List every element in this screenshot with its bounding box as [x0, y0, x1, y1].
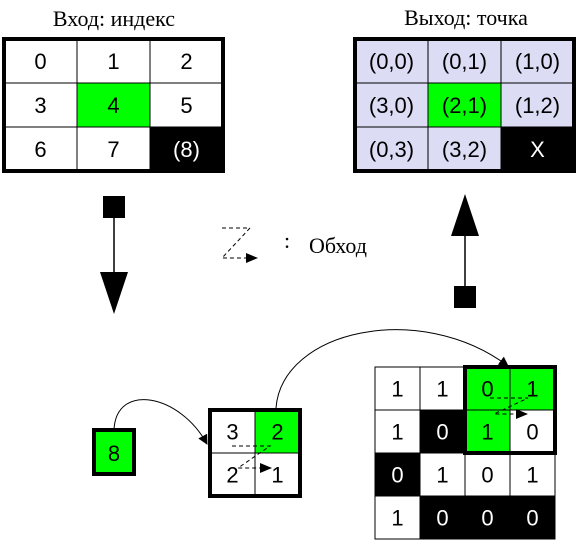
down-arrow — [100, 196, 128, 314]
input-title: Вход: индекс — [53, 6, 175, 31]
output-grid-cell-label: (1,2) — [515, 93, 560, 118]
big-grid-cell — [464, 409, 511, 454]
big-grid-highlight-quadrant — [463, 365, 557, 455]
big-grid-cell — [509, 495, 556, 540]
biggrid-traversal-line — [490, 397, 529, 415]
mid-grid-cell-label: 3 — [226, 419, 238, 444]
big-grid-cell-label: 1 — [436, 376, 448, 401]
big-grid-cell-label: 0 — [391, 462, 403, 487]
output-grid-cell — [427, 126, 502, 172]
output-grid-cell-label: (3,2) — [442, 137, 487, 162]
big-grid-cell-label: 1 — [436, 462, 448, 487]
big-grid-cell — [419, 409, 466, 454]
mid-grid-cell-label: 1 — [271, 462, 283, 487]
output-grid-cell-label: (0,1) — [442, 49, 487, 74]
big-grid-cell-label: 1 — [391, 376, 403, 401]
input-grid-border — [2, 37, 225, 173]
biggrid-traversal-path — [490, 397, 529, 419]
big-grid-cell-label: 1 — [526, 376, 538, 401]
big-grid-cell-label: 0 — [526, 505, 538, 530]
output-grid-cell-label: (0,0) — [369, 49, 414, 74]
middle-quadrant-grid: 3 2 2 1 — [208, 408, 302, 498]
big-grid-cell-label: 0 — [481, 462, 493, 487]
midgrid-traversal-path — [232, 445, 272, 473]
mid-grid-cell — [254, 452, 301, 497]
big-grid-cell-label: 0 — [526, 419, 538, 444]
input-grid-cell-label: 2 — [180, 49, 192, 74]
output-grid-cell-label: (0,3) — [369, 137, 414, 162]
traversal-legend-label: Обход — [309, 233, 367, 258]
midgrid-traversal-line — [232, 445, 272, 469]
output-grid-cell — [500, 38, 575, 84]
small-node-label: 8 — [108, 441, 120, 466]
curve-node-to-midgrid — [113, 399, 208, 445]
up-arrow-head — [451, 194, 479, 236]
input-grid-cell-label: 4 — [107, 93, 119, 118]
big-grid-cell-label: 1 — [391, 505, 403, 530]
big-grid-cell-label: 0 — [436, 419, 448, 444]
input-grid-cell-label: 1 — [107, 49, 119, 74]
output-grid-cell-label: X — [530, 137, 545, 162]
mid-grid-cell-label: 2 — [271, 419, 283, 444]
small-node-box — [92, 428, 136, 476]
big-grid-cell — [374, 452, 421, 497]
output-grid-cell — [427, 82, 502, 128]
input-grid-cell — [149, 82, 224, 128]
traversal-legend-colon: : — [284, 228, 290, 253]
big-grid-cell-label: 1 — [526, 462, 538, 487]
input-grid-cell-label: 0 — [34, 49, 46, 74]
input-grid-cell-label: 3 — [34, 93, 46, 118]
output-grid-cell-label: (1,0) — [515, 49, 560, 74]
input-grid-cell-label: 5 — [180, 93, 192, 118]
small-node: 8 — [92, 428, 136, 476]
up-arrow-tail-square — [454, 286, 476, 308]
output-point-grid: (0,0) (0,1) (1,0) (3,0) (2,1) (1,2) (0,3) (3,2)… — [353, 37, 576, 173]
down-arrow-tail-square — [103, 196, 125, 218]
input-grid-cell — [76, 38, 151, 84]
traversal-legend-icon — [220, 227, 252, 259]
traversal-legend-arrowhead — [246, 253, 258, 263]
biggrid-traversal-arrowhead — [516, 409, 528, 419]
output-grid-cell — [354, 126, 429, 172]
input-grid-cell-label: 6 — [34, 137, 46, 162]
output-grid-cell-label: (3,0) — [369, 93, 414, 118]
output-grid-cell — [500, 82, 575, 128]
input-grid-cell-label: (8) — [173, 137, 200, 162]
big-grid-cell-label: 0 — [481, 376, 493, 401]
input-grid-cell — [76, 126, 151, 172]
input-grid-cell-label: 7 — [107, 137, 119, 162]
input-index-grid: 0 1 2 3 4 5 6 7 (8) — [2, 37, 225, 173]
big-grid-cell — [419, 366, 466, 411]
output-grid-cell — [427, 38, 502, 84]
output-title: Выход: точка — [404, 5, 528, 30]
mid-grid-cell-label: 2 — [226, 462, 238, 487]
mid-grid-border — [208, 408, 302, 498]
output-grid-cell-label: (2,1) — [442, 93, 487, 118]
big-grid-cell-label: 0 — [436, 505, 448, 530]
curve-midgrid-to-biggrid — [275, 329, 509, 409]
big-grid-cell-label: 1 — [481, 419, 493, 444]
bit-matrix-grid: 1 1 0 1 1 0 1 0 0 1 0 1 1 0 0 0 — [374, 365, 557, 540]
up-arrow — [451, 194, 479, 308]
big-grid-cell-label: 1 — [391, 419, 403, 444]
down-arrow-head — [100, 272, 128, 314]
output-grid-cell — [500, 126, 575, 172]
output-grid-border — [353, 37, 576, 173]
input-grid-cell — [3, 38, 78, 84]
big-grid-cell-label: 0 — [481, 505, 493, 530]
midgrid-traversal-arrowhead — [260, 463, 272, 473]
traversal-legend: : Обход — [220, 227, 367, 263]
